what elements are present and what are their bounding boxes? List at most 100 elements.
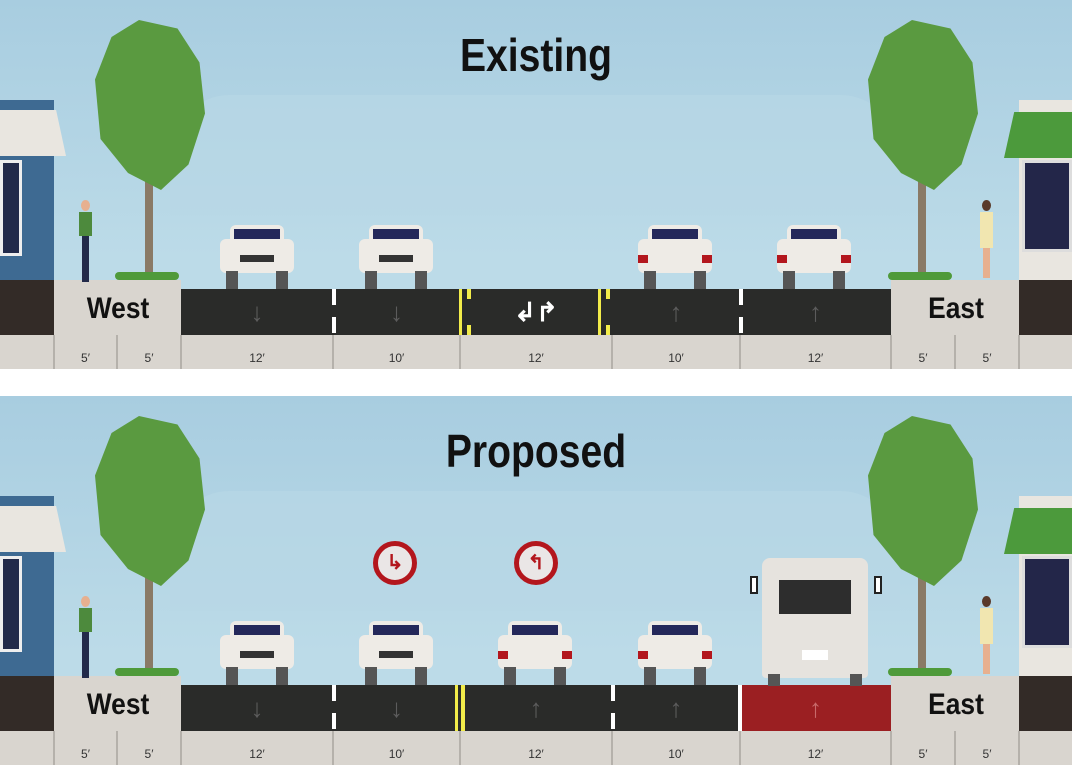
tail-light [498,651,508,659]
head [982,596,991,607]
width-divider [611,731,613,765]
tail-light [638,255,648,263]
lane-bus-lane: ↑ [740,685,891,731]
window-east [1022,160,1072,252]
tire [644,667,656,685]
car-grille [240,651,274,658]
width-label: 5′ [144,747,154,761]
tree-west [95,416,205,678]
lane-drive: ↓ [181,289,333,335]
car-body [777,239,851,273]
lane-drive: ↑ [612,289,740,335]
width-divider [739,335,741,369]
window-east [1022,556,1072,648]
grass [115,668,179,676]
building-base-west [0,676,54,731]
arrow-down-icon: ↓ [390,693,403,723]
width-label: 10′ [388,747,405,761]
building-base-east [1019,676,1072,731]
tree-canopy [95,416,205,586]
tree-trunk [145,526,153,676]
torso [79,608,92,632]
car-rear [498,621,572,685]
width-label: 12′ [528,351,544,365]
section-title: Existing [459,29,613,81]
width-label: 5′ [81,747,90,761]
car-front [359,225,433,289]
lane-marking [738,685,742,731]
bus-tire [850,674,862,686]
width-divider [611,335,613,369]
lane-marking [455,685,465,731]
width-divider [890,335,892,369]
width-divider [890,731,892,765]
tire [644,271,656,289]
width-divider [53,731,55,765]
car-rear [777,225,851,289]
tree-trunk [145,130,153,280]
width-strip-building [0,731,54,765]
width-strip-building [1019,731,1072,765]
width-divider [459,731,461,765]
width-label: 12′ [807,747,824,761]
car-front [220,225,294,289]
no-left-turn-sign-icon: ↰ [514,541,558,585]
tire [554,667,566,685]
tire [415,667,427,685]
width-divider [332,335,334,369]
bus-mirror [874,576,882,594]
width-label: 10′ [388,351,405,365]
torso [980,608,993,644]
lane-drive: ↓ [333,685,460,731]
legs [983,644,990,674]
tire [694,271,706,289]
width-divider [332,731,334,765]
building-base-west [0,280,54,335]
bus-mirror [750,576,758,594]
awning-west [0,110,66,156]
tire [833,271,845,289]
width-label: 5′ [982,747,992,761]
awning-east [1004,508,1072,554]
width-divider [180,335,182,369]
width-strip [54,335,1019,369]
grass [888,668,952,676]
tree-west [95,20,205,282]
tire [783,271,795,289]
lane-turn-lane: ↲↱ [460,289,612,335]
lane-marking [332,289,336,335]
width-divider [116,335,118,369]
tire [276,271,288,289]
arrow-down-icon: ↓ [250,693,264,723]
car-body [498,635,572,669]
width-label: 5′ [918,351,928,365]
tire [415,271,427,289]
lane-drive: ↓ [181,685,333,731]
label-west: West [86,292,150,325]
bus-window [779,580,851,614]
car-grille [240,255,274,262]
car-body [638,635,712,669]
tree-trunk [918,130,926,280]
grass [115,272,179,280]
tire [276,667,288,685]
width-divider [739,731,741,765]
cloud [170,95,900,215]
width-label: 5′ [144,351,154,365]
tail-light [841,255,851,263]
width-divider [1018,335,1020,369]
car-body [638,239,712,273]
head [81,596,90,607]
lane-drive: ↑ [460,685,612,731]
width-label: 10′ [668,351,684,365]
pedestrian-west [78,200,92,284]
car-grille [379,255,413,262]
width-strip-building [0,335,54,369]
no-right-turn-sign-icon: ↳ [373,541,417,585]
tree-east [868,416,978,678]
tire [504,667,516,685]
width-divider [180,731,182,765]
arrow-up-icon: ↑ [669,297,683,327]
car-front [359,621,433,685]
